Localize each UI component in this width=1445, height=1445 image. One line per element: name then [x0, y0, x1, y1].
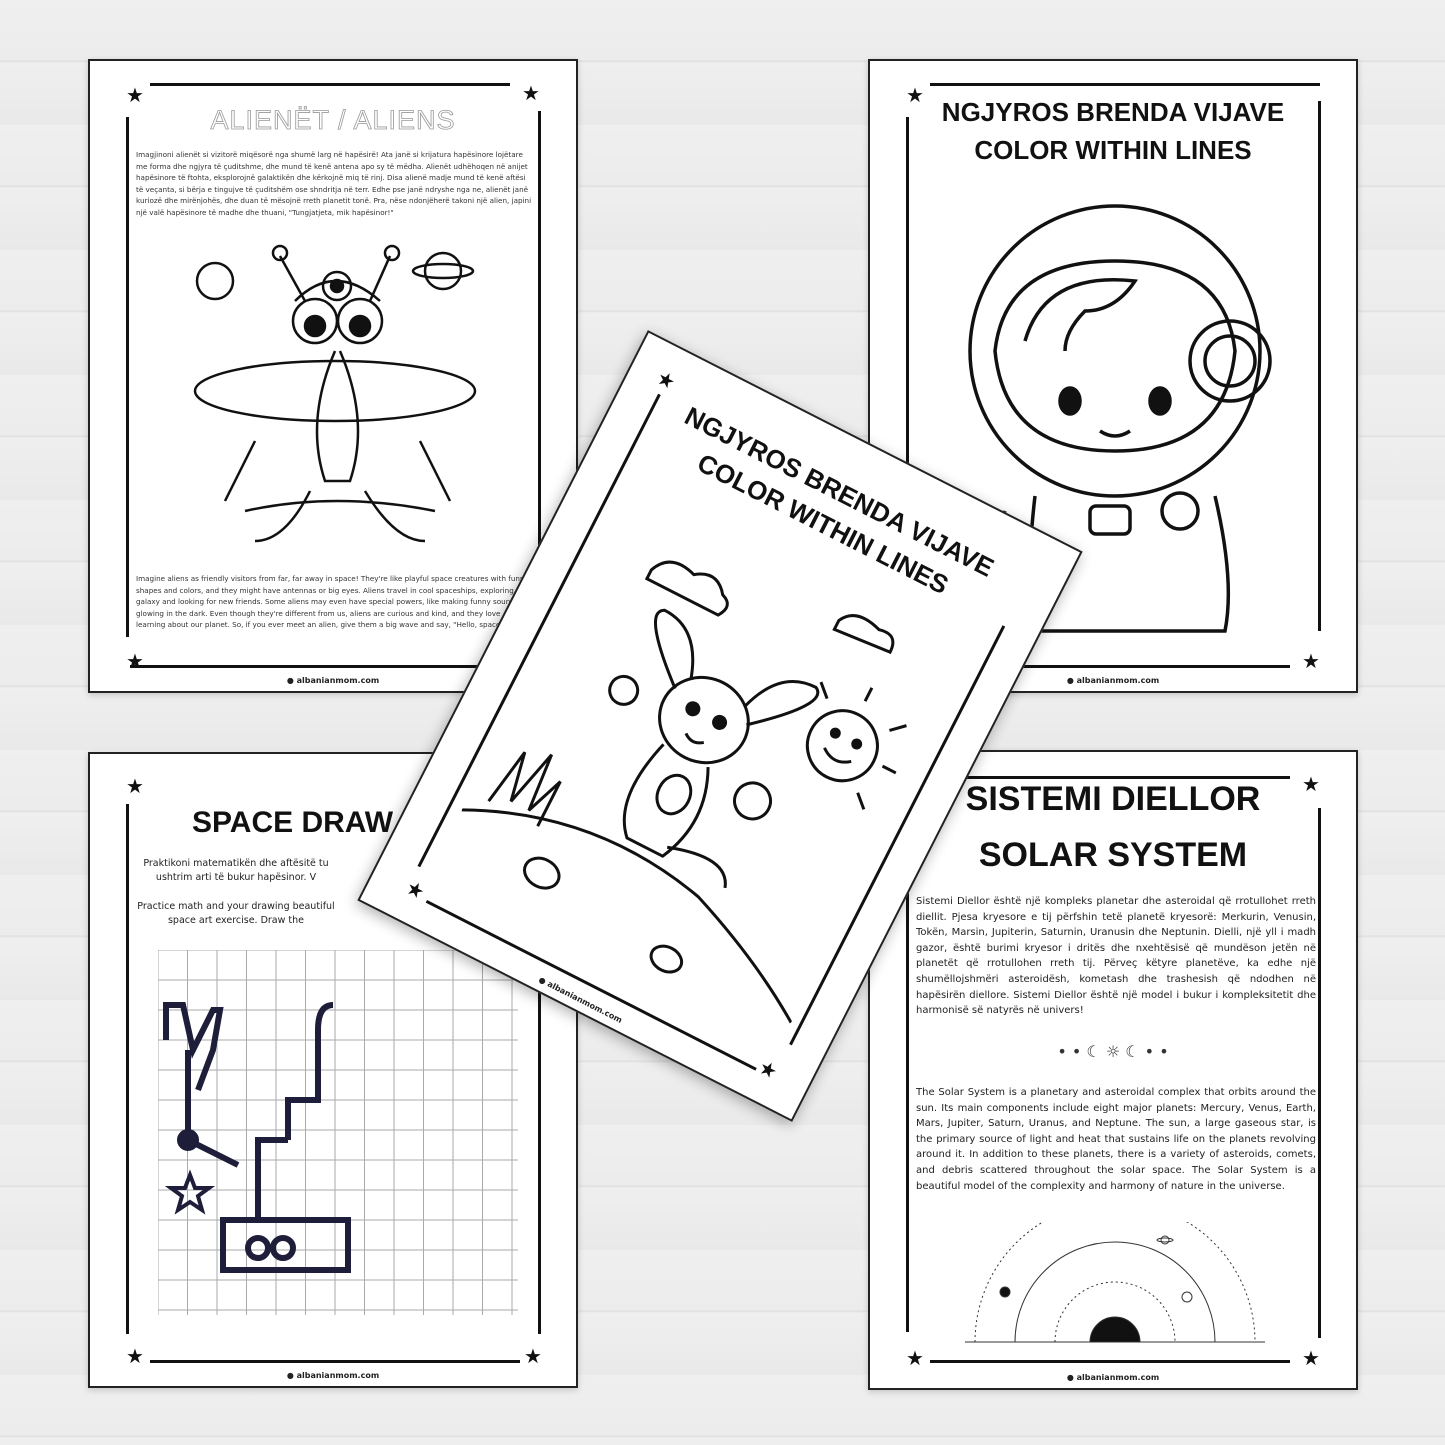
frame-line [910, 665, 1290, 668]
sun-moon-divider-icon: • • ☾ ☼ ☾ • • [1057, 1042, 1169, 1061]
frame-line [126, 804, 129, 1334]
astronaut-coloring-illustration [968, 204, 1272, 633]
footer-website: ● albanianmom.com [286, 676, 380, 685]
frame-line [906, 872, 909, 1332]
title-albanian: NGJYROS BRENDA VIJAVE [941, 97, 1285, 127]
frame-line [538, 904, 541, 1334]
frame-line [150, 83, 510, 86]
frame-line [130, 665, 500, 668]
alien-coloring-illustration [193, 244, 477, 543]
star-icon: ★ [906, 1346, 924, 1370]
footer-website: ● albanianmom.com [286, 1371, 380, 1380]
page-title: SPACE DRAW [192, 806, 394, 839]
star-icon: ★ [522, 81, 540, 105]
body-text-english: The Solar System is a planetary and aste… [916, 1087, 1316, 1192]
star-icon: ★ [402, 874, 429, 905]
instructions-english: Practice math and your drawing beautiful… [137, 901, 335, 926]
star-icon: ★ [1302, 772, 1320, 796]
frame-line [930, 776, 1290, 779]
frame-line [538, 111, 541, 631]
instructions-albanian: Praktikoni matematikën dhe aftësitë tu u… [143, 858, 329, 883]
star-icon: ★ [1302, 649, 1320, 673]
star-icon: ★ [1302, 1346, 1320, 1370]
solar-system-worksheet: ★ ★ ★ SISTEMI DIELLOR SOLAR SYSTEM Siste… [868, 750, 1358, 1390]
body-text-english: Imagine aliens as friendly visitors from… [136, 574, 530, 630]
frame-line [930, 83, 1320, 86]
frame-line [150, 1360, 520, 1363]
frame-line [1318, 808, 1321, 1338]
frame-line [126, 117, 129, 637]
footer-website: ● albanianmom.com [1066, 1373, 1160, 1382]
aliens-worksheet: ★ ★ ★ ALIENËT / ALIENS Imagjinoni alienë… [88, 59, 578, 693]
star-icon: ★ [126, 1344, 144, 1368]
frame-line [906, 117, 909, 637]
star-icon: ★ [524, 1344, 542, 1368]
frame-line [1318, 101, 1321, 631]
body-text-albanian: Sistemi Diellor është një kompleks plane… [916, 896, 1316, 1017]
footer-website: ● albanianmom.com [1066, 676, 1160, 685]
drawing-grid[interactable] [158, 950, 518, 1315]
frame-line [930, 1360, 1290, 1363]
star-icon: ★ [126, 774, 144, 798]
center-coloring-worksheet: ★ ★ ★ NGJYROS BRENDA VIJAVE COLOR WITHIN… [357, 330, 1083, 1122]
star-icon: ★ [906, 83, 924, 107]
title-albanian: SISTEMI DIELLOR [965, 780, 1261, 818]
title-english: SOLAR SYSTEM [978, 836, 1248, 874]
page-title: ALIENËT / ALIENS [210, 105, 456, 136]
body-text-albanian: Imagjinoni alienët si vizitorë miqësorë … [136, 150, 532, 217]
title-english: COLOR WITHIN LINES [974, 135, 1252, 165]
alien-with-flowers-illustration [461, 560, 907, 1024]
star-icon: ★ [126, 649, 144, 673]
solar-system-illustration [965, 1222, 1265, 1343]
star-icon: ★ [126, 83, 144, 107]
star-icon: ★ [754, 1054, 782, 1085]
